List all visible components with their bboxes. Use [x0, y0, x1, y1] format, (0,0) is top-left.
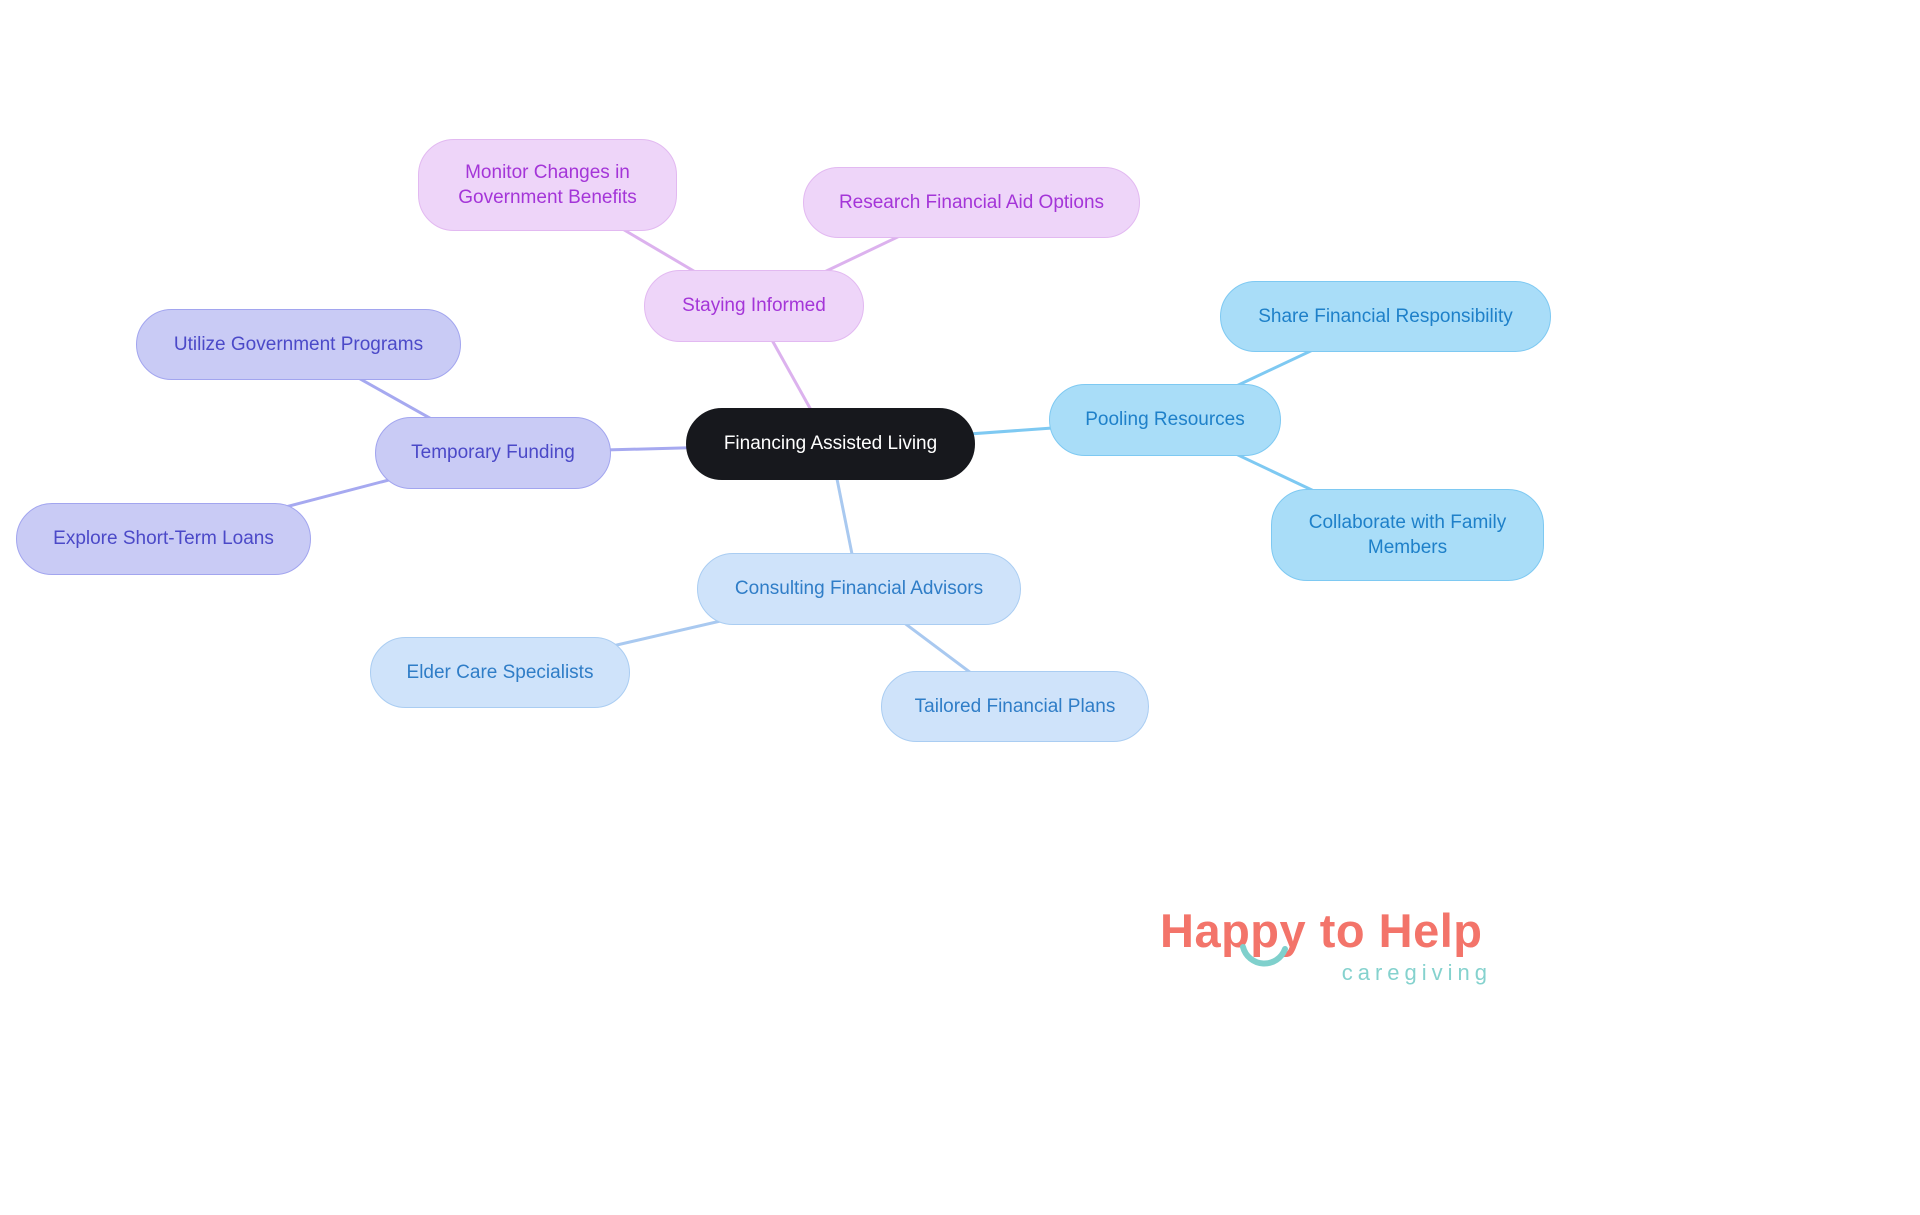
logo-word-help: Help — [1378, 904, 1483, 957]
node-consulting-financial-advisors[interactable]: Consulting Financial Advisors — [697, 553, 1021, 625]
node-elder-care-specialists[interactable]: Elder Care Specialists — [370, 637, 630, 708]
node-central-financing-assisted-living[interactable]: Financing Assisted Living — [686, 408, 975, 480]
node-utilize-government-programs[interactable]: Utilize Government Programs — [136, 309, 461, 380]
happy-to-help-logo: Happy to Help caregiving — [1160, 903, 1522, 986]
node-share-financial-responsibility[interactable]: Share Financial Responsibility — [1220, 281, 1551, 352]
node-explore-short-term-loans[interactable]: Explore Short-Term Loans — [16, 503, 311, 575]
logo-title: Happy to Help — [1160, 903, 1522, 967]
logo-subtitle: caregiving — [1341, 960, 1492, 985]
node-tailored-financial-plans[interactable]: Tailored Financial Plans — [881, 671, 1149, 742]
node-collaborate-with-family[interactable]: Collaborate with Family Members — [1271, 489, 1544, 581]
logo-word-to: to — [1319, 904, 1366, 957]
node-temporary-funding[interactable]: Temporary Funding — [375, 417, 611, 489]
smile-icon — [1240, 944, 1288, 967]
node-research-financial-aid[interactable]: Research Financial Aid Options — [803, 167, 1140, 238]
node-monitor-changes[interactable]: Monitor Changes in Government Benefits — [418, 139, 677, 231]
node-pooling-resources[interactable]: Pooling Resources — [1049, 384, 1281, 456]
node-staying-informed[interactable]: Staying Informed — [644, 270, 864, 342]
logo-word-happy: Happy — [1160, 904, 1307, 957]
